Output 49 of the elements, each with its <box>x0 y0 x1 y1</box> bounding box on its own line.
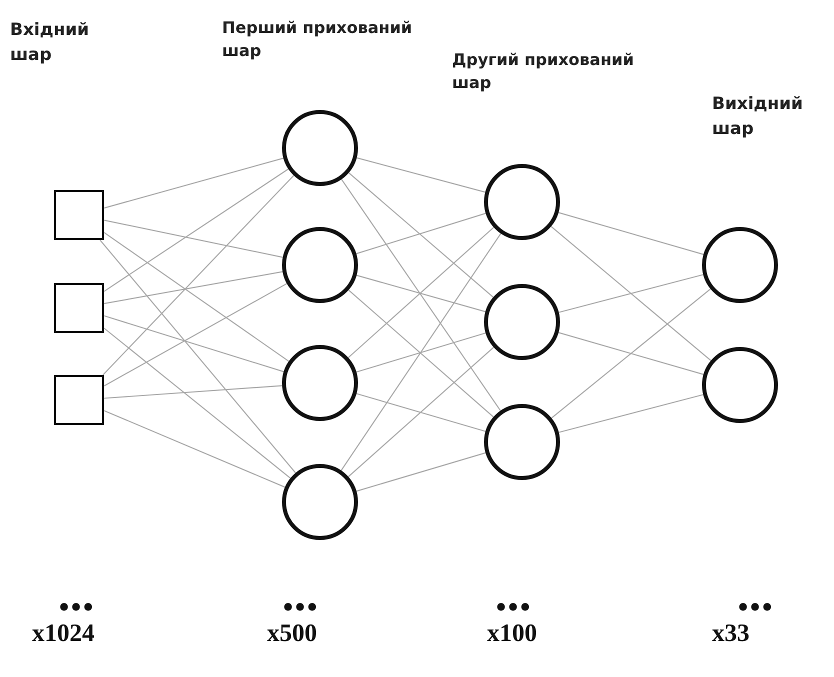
connection-line <box>558 332 704 375</box>
connection-line <box>104 328 291 479</box>
neuron-count: x33 <box>712 620 750 648</box>
connection-line <box>558 394 704 433</box>
connection-line <box>100 240 296 474</box>
connection-line <box>356 393 486 432</box>
layer-heading: Вихідний шар <box>712 93 804 141</box>
connection-line <box>340 233 502 471</box>
connection-line <box>348 346 494 478</box>
connection-line <box>341 179 501 411</box>
ellipsis-dots: ••• <box>281 596 318 621</box>
connection-line <box>102 175 294 376</box>
connection-line <box>104 283 288 386</box>
connection-line <box>551 288 711 418</box>
connection-line <box>104 385 282 399</box>
input-square <box>54 190 104 240</box>
connection-line <box>104 271 283 304</box>
connection-line <box>356 274 486 312</box>
layer-heading: Вхідний шар <box>10 19 90 67</box>
input-square <box>54 375 104 425</box>
connection-line <box>356 212 486 254</box>
neuron-count: x1024 <box>32 620 94 648</box>
connection-line <box>558 274 704 313</box>
connection-line <box>104 168 289 292</box>
connection-line <box>558 212 704 255</box>
connection-line <box>104 232 290 362</box>
connection-line <box>104 220 283 258</box>
ellipsis-dots: ••• <box>494 596 530 621</box>
neuron-circle <box>282 464 358 540</box>
connection-line <box>104 410 286 488</box>
ellipsis-dots: ••• <box>736 596 772 621</box>
connection-line <box>356 452 486 492</box>
neuron-circle <box>484 404 560 480</box>
connection-line <box>348 172 494 298</box>
neuron-count: x100 <box>487 620 537 648</box>
neuron-circle <box>484 164 560 240</box>
layer-heading: Другий прихований шар <box>452 49 635 94</box>
connection-line <box>348 290 494 418</box>
connection-line <box>104 315 284 372</box>
connection-line <box>356 157 486 193</box>
neuron-count: x500 <box>267 620 317 648</box>
connection-line <box>550 226 712 361</box>
layer-heading: Перший прихований шар <box>222 17 414 62</box>
neuron-circle <box>282 110 358 186</box>
connection-line <box>356 332 486 373</box>
ellipsis-dots: ••• <box>57 596 94 621</box>
connection-line <box>104 158 284 209</box>
connection-line <box>348 226 494 358</box>
input-square <box>54 283 104 333</box>
